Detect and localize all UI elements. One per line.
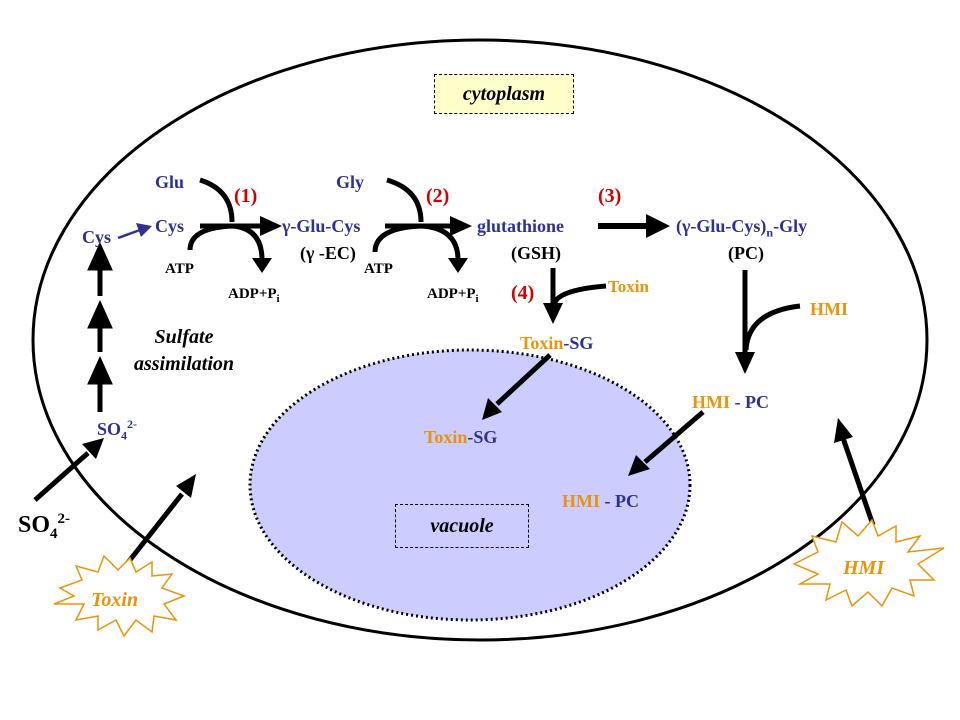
step1-adp-arrowhead [252,258,272,273]
gamma-glu-cys-label: γ-Glu-Cys [282,216,361,236]
cytoplasm-label-box: cytoplasm [434,74,574,114]
toxin-sg-transport-arrow [482,353,552,420]
cys-label: Cys [155,216,185,236]
toxin-star-label: Toxin [91,589,139,611]
atp1-label: ATP [165,261,194,277]
so4-external-label: SO42- [18,511,71,542]
step3-arrow [598,214,670,238]
gsh-label: (GSH) [511,243,562,263]
hmi-pc-vacuole-label: HMI - PC [562,491,639,511]
step1-main-arrowhead [260,216,282,236]
gamma-ec-label: (γ -EC) [300,243,356,263]
glutathione-label: glutathione [477,216,565,236]
step3-label: (3) [598,185,622,207]
step4-arrow [543,268,607,324]
cytoplasm-label: cytoplasm [462,83,546,105]
so4-uptake-arrow [33,438,104,502]
sulfate-assimilation-arrows [87,241,113,412]
hmi-star-label: HMI [843,557,885,579]
pc-label: (PC) [728,243,764,263]
so4-internal-label: SO42- [97,417,138,443]
pc-formula-label: (γ-Glu-Cys)n-Gly [676,216,808,240]
hmi-starburst-shape [792,518,945,608]
pc-hmi-arrows [735,270,801,374]
hmi-pc-transport-arrow [628,410,705,476]
step2-arrows [372,177,461,261]
vacuole-membrane [248,348,692,622]
glu-label: Glu [155,172,185,192]
hmi-uptake-arrow [834,418,876,526]
toxin-sg-vacuole-label: Toxin-SG [424,427,498,447]
step1-arrows [187,177,265,261]
step4-label: (4) [511,282,535,304]
step2-label: (2) [426,185,450,207]
sulfate-label-line2: assimilation [133,353,235,375]
toxin-sg-cytoplasm-label: Toxin-SG [520,333,594,353]
atp2-label: ATP [364,261,393,277]
cys-transfer-arrow [117,223,152,240]
step1-label: (1) [234,185,258,207]
hmi-pc-cytoplasm-label: HMI - PC [692,392,769,412]
hmi-label: HMI [810,299,848,319]
step2-adp-arrowhead [448,258,468,273]
adp2-label: ADP+Pi [427,286,479,305]
step2-main-arrowhead [450,216,472,236]
sulfate-label-line1: Sulfate [154,326,214,348]
gly-label: Gly [336,172,365,192]
vacuole-label: vacuole [430,515,494,537]
toxin-starburst-shape [53,554,187,638]
adp1-label: ADP+Pi [228,286,280,305]
toxin-uptake-arrow [124,474,196,567]
vacuole-label-box: vacuole [395,504,529,548]
toxin-label: Toxin [608,277,649,296]
cys-small-label: Cys [82,227,112,247]
